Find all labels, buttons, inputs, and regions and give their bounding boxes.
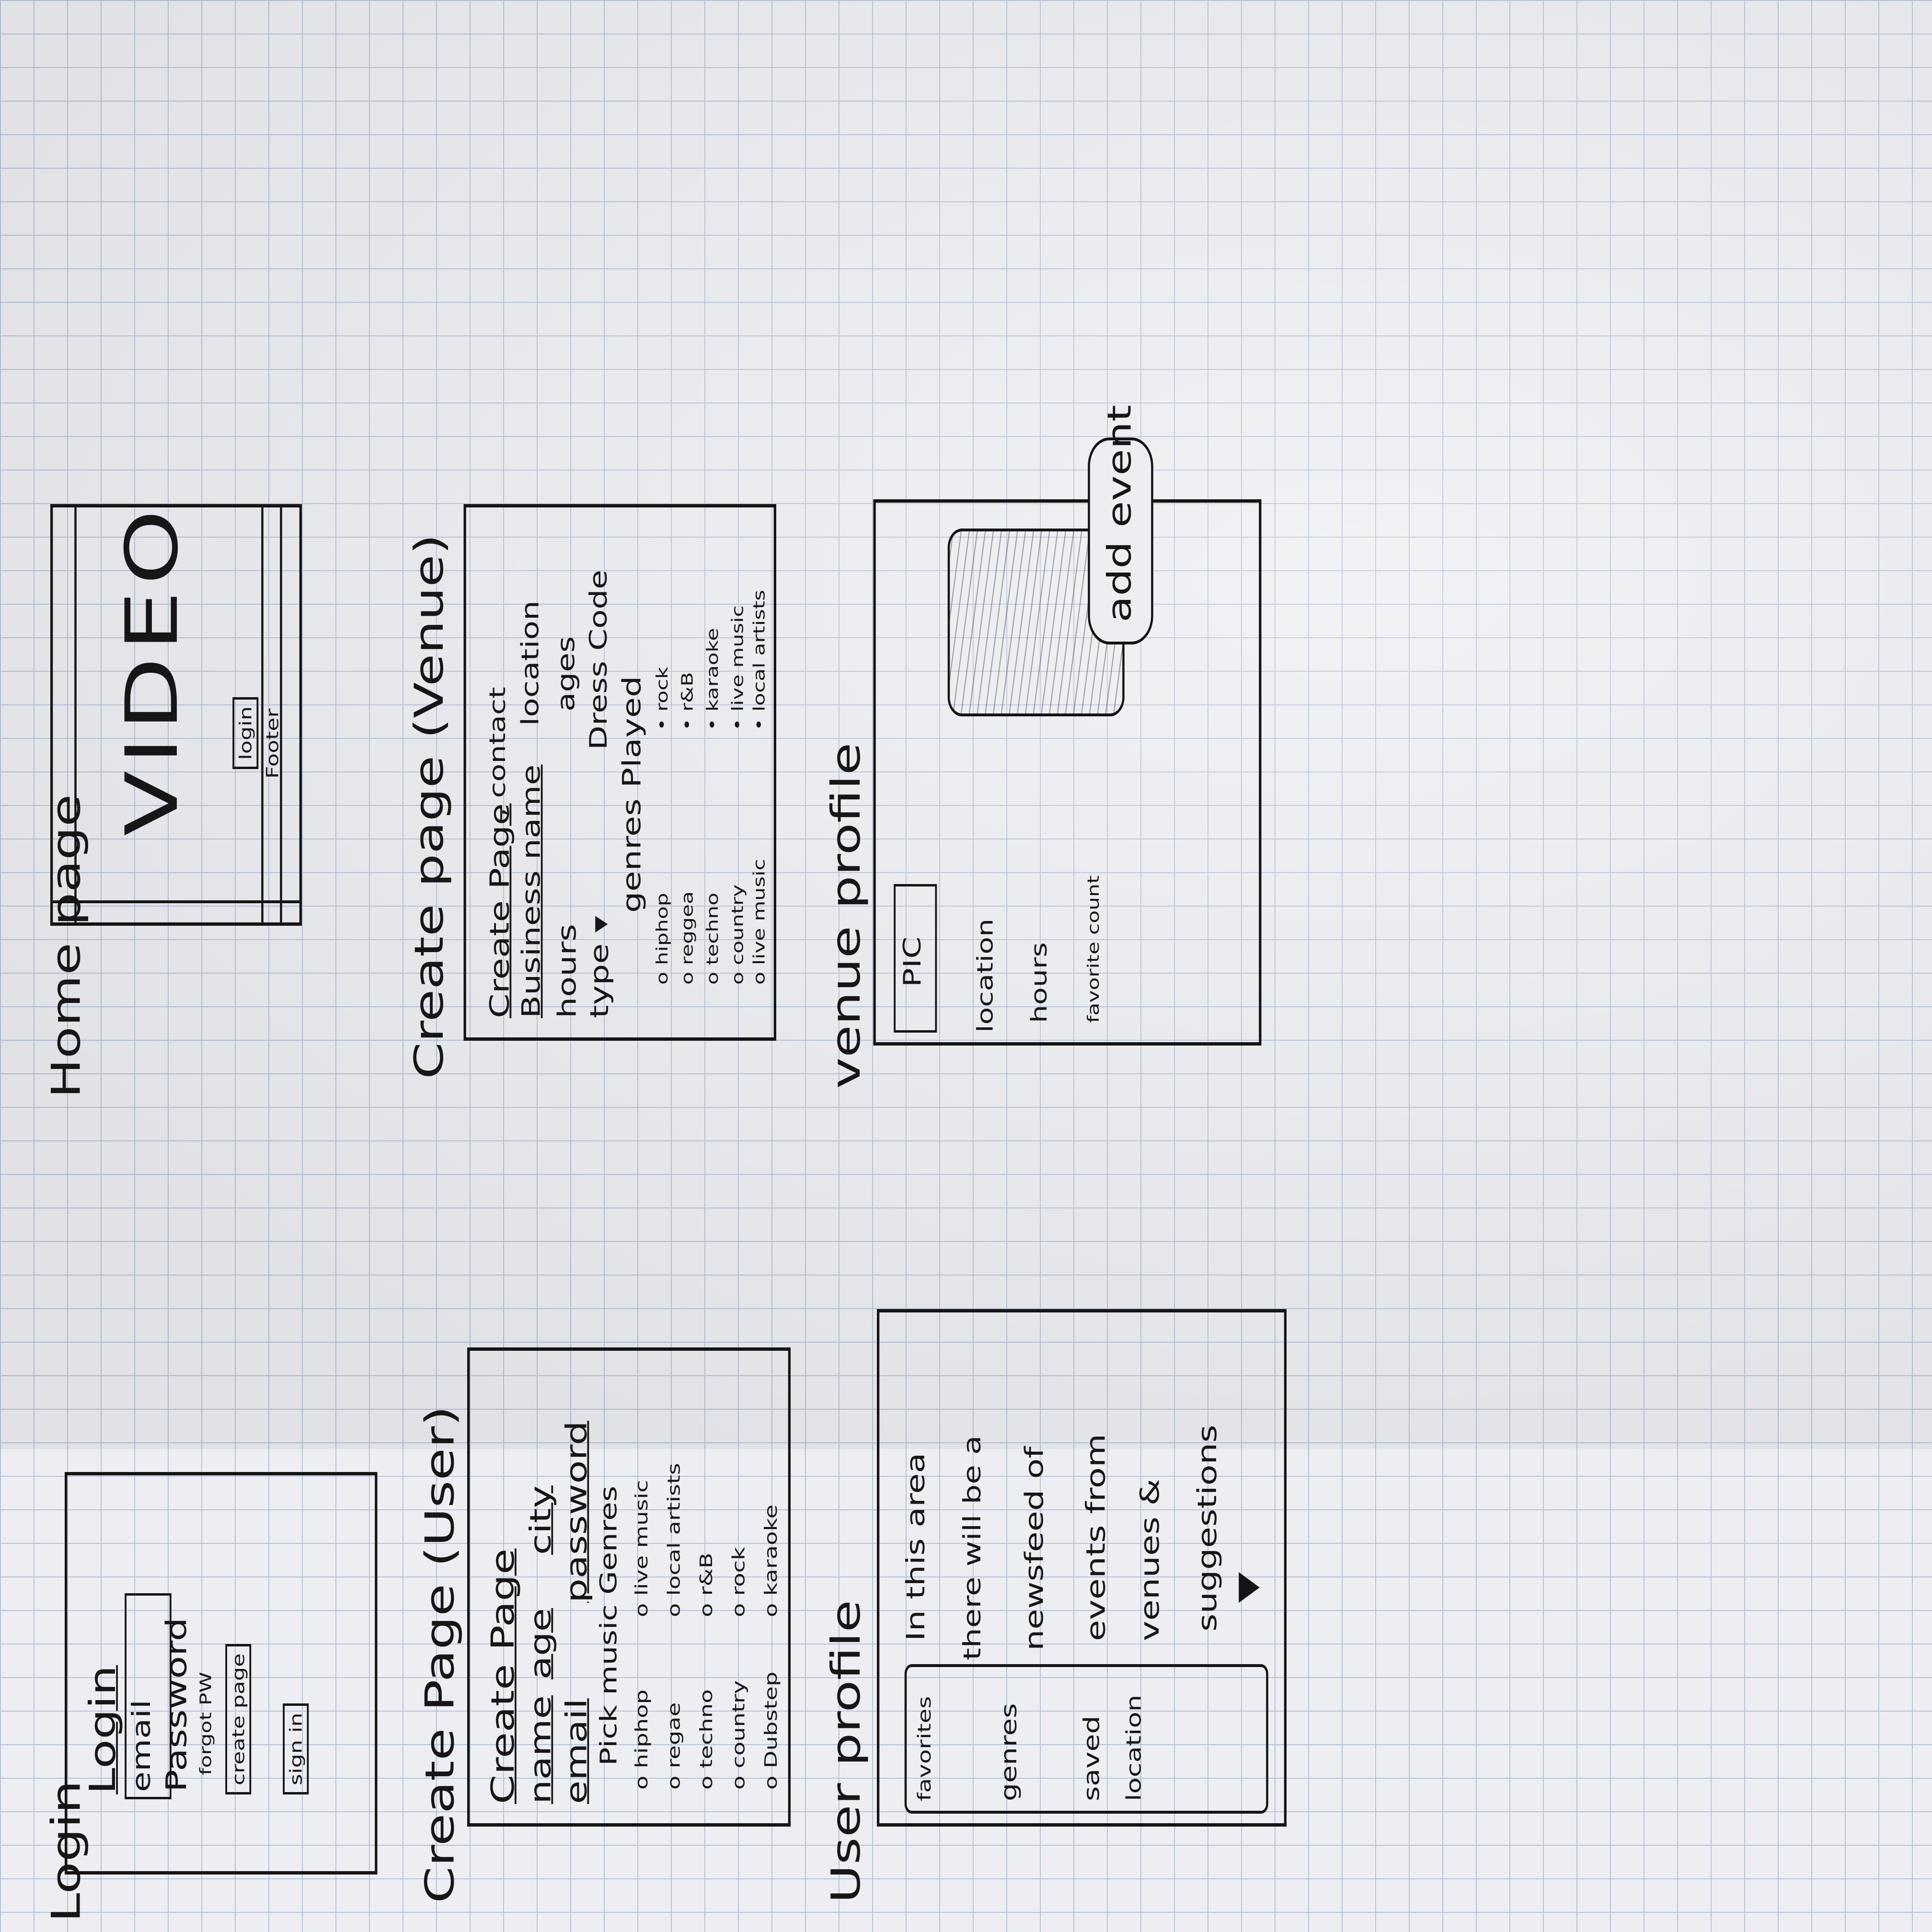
header-divider: [74, 506, 77, 922]
contact-field[interactable]: , contact: [484, 687, 510, 817]
genres-label: Pick music Genres: [595, 1485, 622, 1766]
venue-genre-option[interactable]: live music: [728, 605, 747, 731]
type-dropdown[interactable]: type ▾: [585, 916, 614, 1018]
genre-option[interactable]: techno: [696, 1689, 716, 1790]
venue-hours: hours: [1026, 942, 1052, 1023]
genre-option[interactable]: regae: [664, 1702, 684, 1790]
genre-option[interactable]: Dubstep: [761, 1672, 781, 1790]
feed-line: In this area: [901, 1452, 931, 1641]
venue-genre-option[interactable]: country: [728, 885, 747, 985]
user-profile-wireframe: favorites genres saved location In this …: [877, 1309, 1287, 1827]
venue-picture: PIC: [894, 884, 937, 1033]
business-name-field[interactable]: Business name: [516, 764, 546, 1018]
video-placeholder: VIDEO: [110, 504, 194, 836]
sidebar-item-location[interactable]: location: [1122, 1694, 1146, 1801]
create-user-wireframe: Create Page name age city email password…: [467, 1347, 791, 1827]
genre-option[interactable]: rock: [728, 1547, 748, 1617]
genre-option[interactable]: live music: [632, 1480, 652, 1617]
favorite-count: favorite count: [1084, 875, 1103, 1023]
genre-option[interactable]: karaoke: [761, 1505, 781, 1617]
feed-line: events from: [1081, 1433, 1111, 1641]
sketch-sheet: Login Login email Password forgot PW cre…: [0, 405, 1449, 1932]
venue-genre-option[interactable]: hiphop: [653, 893, 671, 985]
venue-location: location: [973, 918, 998, 1033]
genre-option[interactable]: country: [728, 1680, 748, 1790]
venue-profile-wireframe: PIC location hours favorite count add ev…: [873, 405, 1262, 1046]
email-field-user[interactable]: email: [559, 1698, 593, 1804]
genre-option[interactable]: hiphop: [632, 1690, 652, 1790]
add-event-button[interactable]: add event: [1088, 405, 1153, 644]
ages-field[interactable]: ages: [552, 636, 580, 712]
create-user-section-title: Create Page (User): [417, 1405, 463, 1903]
email-field[interactable]: email: [126, 1699, 156, 1792]
venue-profile-section-title: venue profile: [823, 742, 869, 1089]
name-field[interactable]: name: [523, 1695, 557, 1804]
age-field[interactable]: age: [523, 1608, 557, 1679]
genre-option[interactable]: local artists: [664, 1463, 684, 1617]
venue-genre-option[interactable]: r&B: [678, 672, 696, 731]
add-event-label: add event: [1101, 404, 1138, 622]
location-field[interactable]: location: [516, 600, 544, 726]
venue-genre-option[interactable]: karaoke: [703, 628, 722, 731]
feed-line: there will be a: [958, 1435, 986, 1660]
sign-in-button[interactable]: sign in: [283, 1703, 309, 1794]
scroll-down-icon[interactable]: [1239, 1572, 1260, 1603]
feed-line: newsfeed of: [1019, 1446, 1049, 1651]
password-field[interactable]: Password: [161, 1617, 193, 1792]
create-user-heading: Create Page: [484, 1548, 521, 1804]
feed-line: venues &: [1134, 1478, 1165, 1641]
login-button[interactable]: login: [232, 697, 259, 769]
password-field-user[interactable]: password: [559, 1421, 593, 1603]
create-venue-section-title: Create page (Venue): [406, 534, 452, 1080]
login-heading: Login: [81, 1665, 124, 1794]
city-field[interactable]: city: [523, 1485, 557, 1555]
create-venue-heading: Create Page: [484, 803, 515, 1018]
venue-genre-option[interactable]: live music: [750, 859, 768, 985]
pic-label: PIC: [898, 936, 926, 987]
hours-field[interactable]: hours: [552, 924, 582, 1018]
user-profile-section-title: User profile: [823, 1599, 869, 1903]
feed-line: suggestions: [1192, 1425, 1222, 1632]
dress-code-field[interactable]: Dress Code: [585, 570, 612, 750]
profile-sidebar: favorites genres saved location: [904, 1664, 1268, 1814]
create-venue-wireframe: Create Page , contact Business name loca…: [463, 504, 776, 1041]
genres-played-label: genres Played: [617, 676, 647, 913]
venue-genre-option[interactable]: local artists: [750, 590, 768, 731]
venue-genre-option[interactable]: techno: [703, 893, 722, 985]
login-wireframe: Login email Password forgot PW create pa…: [65, 1472, 378, 1874]
venue-genre-option[interactable]: reggea: [678, 891, 696, 985]
venue-genre-option[interactable]: rock: [653, 667, 671, 731]
sidebar-item-favorites[interactable]: favorites: [914, 1696, 935, 1801]
create-page-button[interactable]: create page: [225, 1644, 252, 1794]
footer: Footer: [263, 708, 282, 779]
genre-option[interactable]: r&B: [696, 1552, 716, 1617]
forgot-password-link[interactable]: forgot PW: [196, 1672, 215, 1775]
sidebar-item-genres[interactable]: genres: [996, 1703, 1022, 1801]
sidebar-item-saved[interactable]: saved: [1079, 1715, 1104, 1801]
home-wireframe: VIDEO login Footer: [50, 504, 302, 926]
